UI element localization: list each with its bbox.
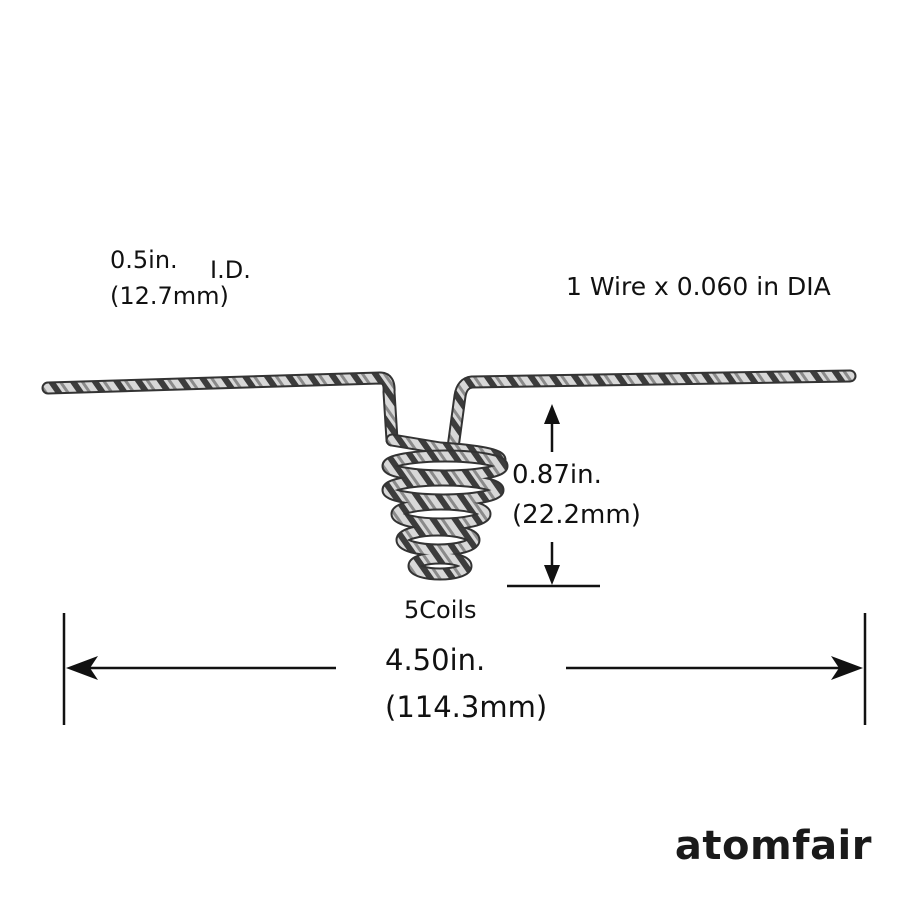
wire-spec-label: 1 Wire x 0.060 in DIA <box>566 272 831 301</box>
coil-height-inch: 0.87in. <box>512 460 602 490</box>
coil-count-label: 5Coils <box>404 596 477 624</box>
coil-height-mm: (22.2mm) <box>512 500 641 530</box>
inner-diameter-mm: (12.7mm) <box>110 282 229 310</box>
overall-length-mm: (114.3mm) <box>385 690 548 724</box>
height-dimension <box>507 404 600 588</box>
length-dimension <box>62 613 867 725</box>
brand-logo: atomfair <box>674 823 872 869</box>
coil-turns <box>381 449 509 581</box>
twisted-wire <box>41 369 857 467</box>
inner-diameter-inch: 0.5in. <box>110 246 178 274</box>
overall-length-inch: 4.50in. <box>385 643 486 677</box>
inner-diameter-label: I.D. <box>210 256 251 284</box>
